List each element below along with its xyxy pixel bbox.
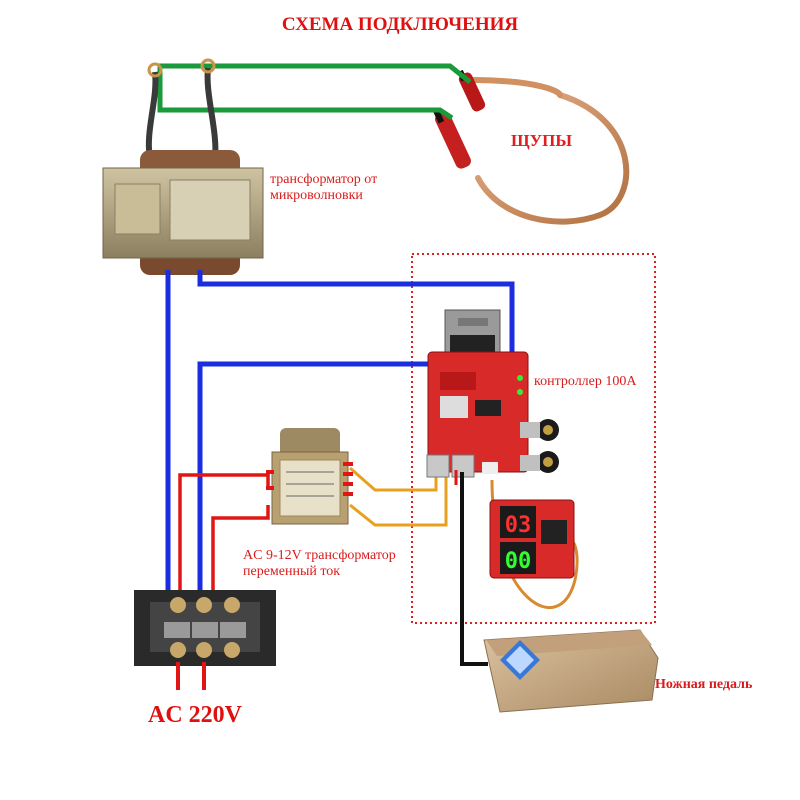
green-wire-1 (157, 63, 472, 107)
orange-wire-1 (349, 466, 438, 492)
microwave-transformer-icon (102, 150, 264, 275)
terminal-block-icon (134, 590, 276, 666)
display-bottom-readout: 00 (505, 549, 532, 574)
blue-wire-terminal-to-controller (197, 361, 432, 606)
ac-transformer-label-line2: переменный ток (243, 564, 341, 579)
ring-terminal-right (200, 58, 216, 74)
ac-transformer-label-line1: AC 9-12V трансформатор (243, 548, 396, 563)
probe-cable (475, 92, 630, 225)
red-wire-1 (178, 473, 270, 606)
green-wire-2 (157, 88, 454, 121)
led-display-icon (489, 499, 575, 579)
blue-wire-mot-to-controller (197, 270, 515, 364)
orange-wire-2 (349, 470, 448, 527)
mot-lead-right (204, 67, 219, 161)
controller-board-icon (426, 351, 559, 478)
foot-pedal-icon (483, 629, 659, 713)
diagram-title: СХЕМА ПОДКЛЮЧЕНИЯ (281, 14, 519, 35)
controller-zone-box (411, 253, 656, 624)
probe-cable-2 (467, 77, 563, 98)
microwave-transformer-label-line1: трансформатор от (270, 172, 378, 187)
probes-label: ЩУПЫ (511, 131, 573, 150)
ring-terminal-left (147, 62, 163, 78)
microwave-transformer-label-line2: микроволновки (270, 188, 363, 203)
mot-lead-left (145, 71, 159, 161)
red-wire-2 (211, 505, 270, 606)
foot-pedal-label: Ножная педаль (655, 677, 753, 692)
probes-icon (432, 69, 486, 169)
black-wire-pedal (460, 472, 488, 666)
controller-label: контроллер 100А (534, 374, 637, 389)
display-top-readout: 03 (505, 513, 532, 538)
ac-transformer-icon (266, 428, 353, 525)
mains-label: AC 220V (148, 702, 242, 728)
